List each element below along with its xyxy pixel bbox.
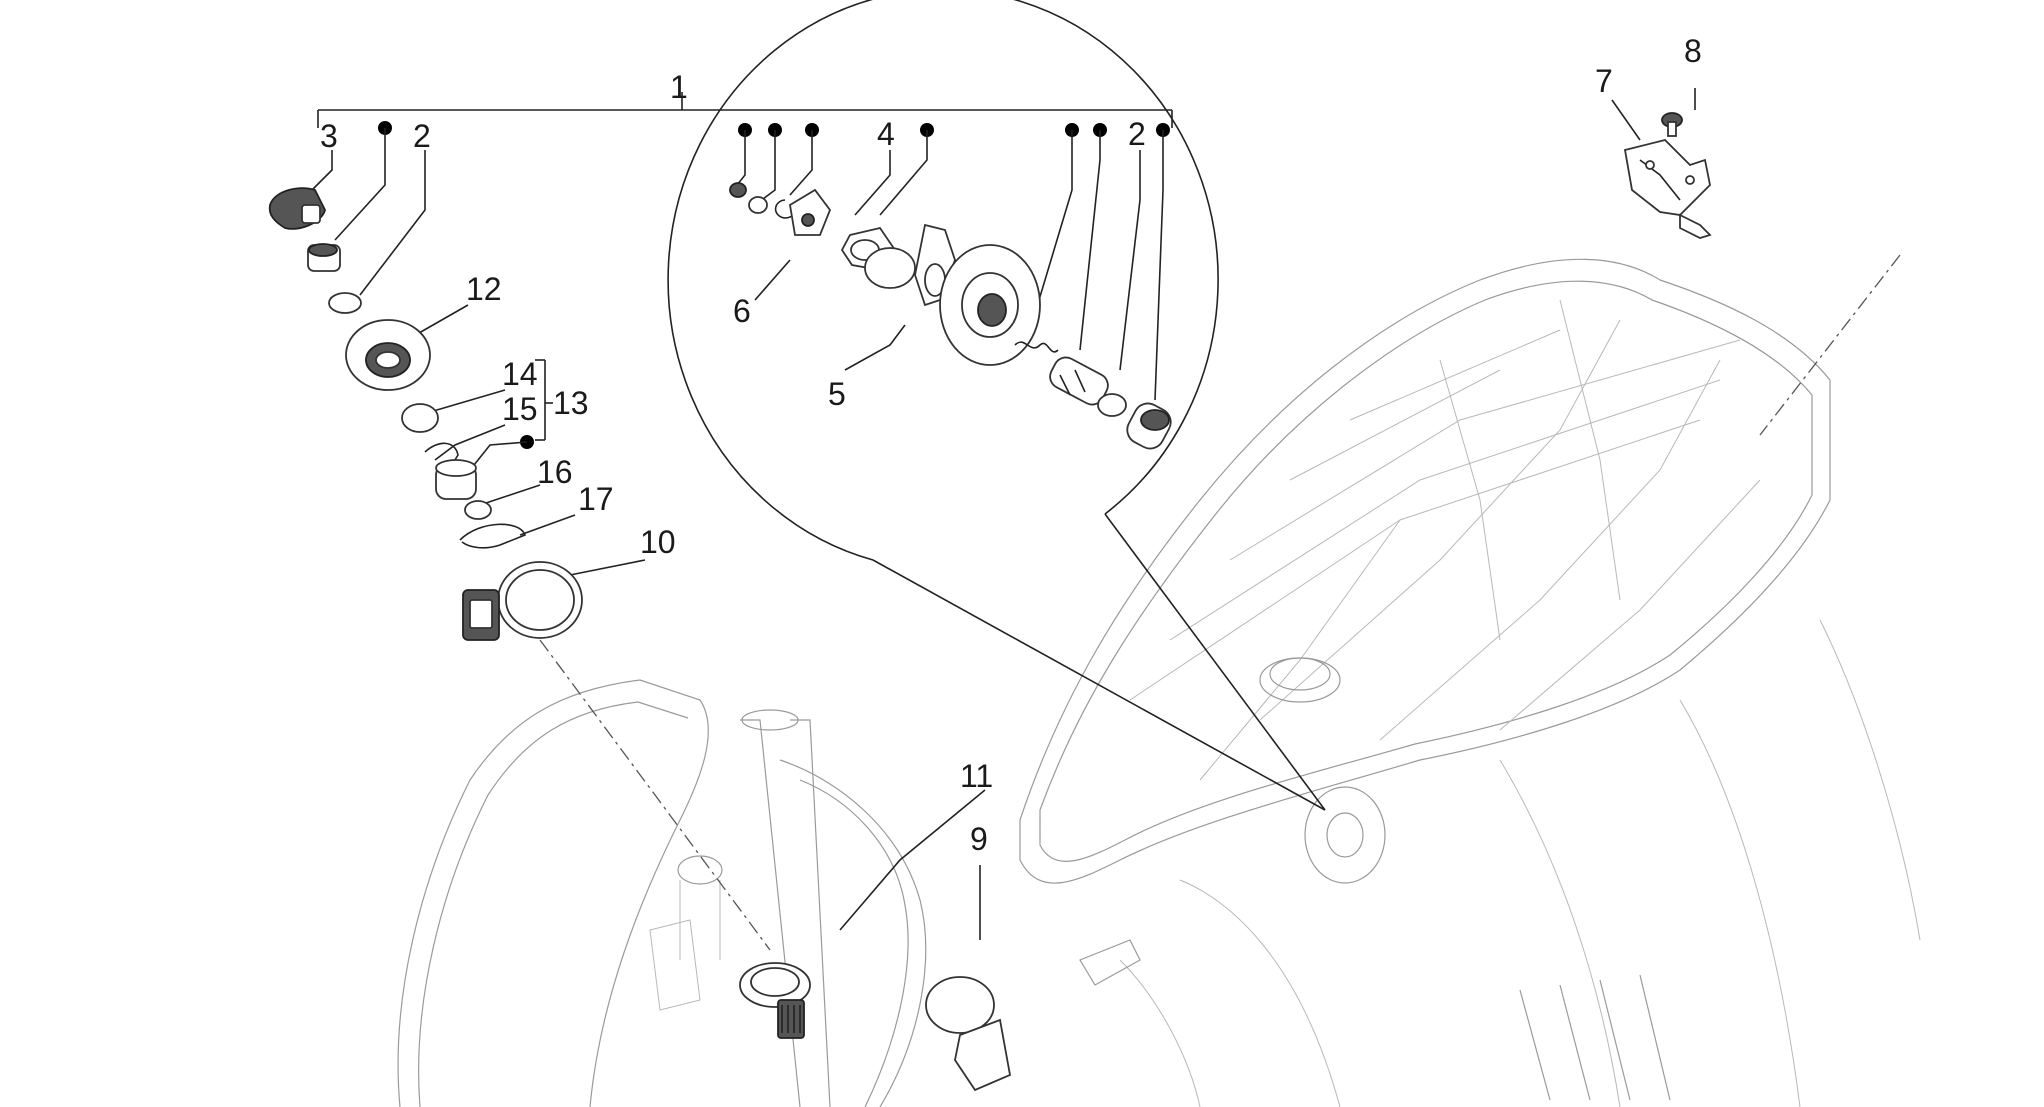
callout-10: 10 [640,524,676,560]
part-spring [1014,341,1059,353]
part-15-clip [424,442,459,469]
part-2-ring [328,292,362,314]
callout-11: 11 [960,758,993,794]
callout-7: 7 [1595,63,1613,99]
callout-5: 5 [828,376,846,412]
callout-1: 1 [670,69,688,105]
detail-magnifier [667,0,1326,811]
callout-2-right: 2 [1128,116,1146,152]
callout-12: 12 [466,271,502,307]
part-14-bushing [401,403,439,433]
callout-17: 17 [578,481,614,517]
part-10-antenna-ring [462,561,583,641]
assembly-line-latch [1759,254,1901,436]
part-small-nut [729,182,747,198]
callout-3: 3 [320,118,338,154]
part-small-washer [748,196,768,214]
part-2-ring-right [1097,393,1127,417]
callout-labels: 1 3 2 12 14 15 13 16 17 10 4 6 5 2 7 8 1… [320,33,1702,857]
part-16-washer [464,500,492,520]
leader-lines [311,88,1696,940]
part-11-connector [739,962,811,1039]
leg-shield-frame [397,679,927,1107]
callout-13: 13 [553,385,589,421]
part-large-ring [864,247,916,289]
callout-16: 16 [537,454,573,490]
callout-8: 8 [1684,33,1702,69]
callout-4: 4 [877,116,895,152]
part-6-cam [789,188,832,236]
part-9-grommet [925,976,1012,1092]
kit-bracket-13 [535,359,553,441]
callout-2-left: 2 [413,118,431,154]
part-lock-barrel [307,243,341,272]
part-3-key [268,187,326,230]
part-7-latch-bracket [1623,139,1712,239]
callout-6: 6 [733,293,751,329]
assembly-line-ignition [539,639,771,951]
seat-storage-compartment [1019,258,1921,1107]
part-13-sleeve [435,459,477,500]
part-17-spring [459,523,526,549]
part-lock-bezel [1126,402,1172,450]
callout-15: 15 [502,391,538,427]
part-lock-cylinder [1049,356,1109,406]
callout-14: 14 [502,356,538,392]
part-12-cover [345,319,431,391]
callout-9: 9 [970,821,988,857]
part-8-screw [1661,112,1683,137]
part-lock-disc [939,244,1041,366]
kit-bracket-1 [317,92,1173,128]
